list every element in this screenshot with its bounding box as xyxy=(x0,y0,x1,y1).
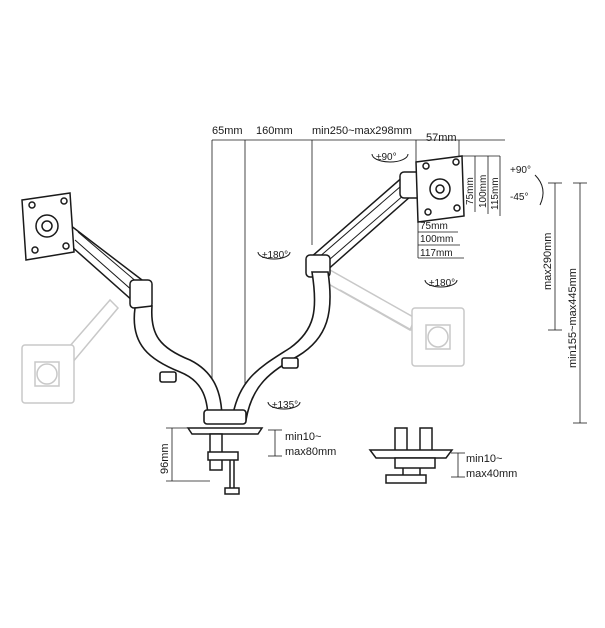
ghost-left-monitor xyxy=(21,298,120,404)
left-arm xyxy=(61,220,153,309)
label-height-range: min155~max445mm xyxy=(567,268,579,368)
left-monitor-plate xyxy=(21,192,75,261)
vesa-dimension-box xyxy=(417,155,501,259)
label-base-swivel: ±135° xyxy=(272,400,298,411)
label-vesa-v75: 75mm xyxy=(465,177,476,205)
right-monitor-plate xyxy=(415,155,465,223)
right-arm xyxy=(305,171,423,278)
desk-clamp xyxy=(186,427,264,495)
label-swivel-arm: ±180° xyxy=(262,250,288,261)
base-swivel-arrow xyxy=(267,401,301,410)
swivel-arm-right-arrow xyxy=(424,279,458,288)
label-vesa-117: 117mm xyxy=(420,248,453,259)
label-tilt-up: +90° xyxy=(510,165,531,176)
tilt-arrow xyxy=(534,174,544,206)
label-vesa-v115: 115mm xyxy=(490,177,501,210)
label-grommet-range-2: max40mm xyxy=(466,468,517,480)
ghost-right-monitor xyxy=(324,268,465,367)
label-swivel-head: ±90° xyxy=(376,152,397,163)
grommet-mount xyxy=(368,427,454,484)
label-clamp-range-1: min10~ xyxy=(285,431,321,443)
guide-lines xyxy=(166,139,587,482)
label-vesa-v100: 100mm xyxy=(478,175,489,208)
label-pole-spacing: 160mm xyxy=(256,125,293,137)
label-arm-reach: min250~max298mm xyxy=(312,125,412,137)
label-vesa-100: 100mm xyxy=(420,234,453,245)
label-vesa-75: 75mm xyxy=(420,221,448,232)
label-clamp-height: 96mm xyxy=(159,443,171,474)
label-clamp-range-2: max80mm xyxy=(285,446,336,458)
label-arm-offset: 65mm xyxy=(212,125,243,137)
swivel-arm-arrow xyxy=(257,251,291,260)
label-height-max: max290mm xyxy=(542,233,554,290)
label-grommet-range-1: min10~ xyxy=(466,453,502,465)
label-tilt-down: -45° xyxy=(510,192,528,203)
lower-arms xyxy=(133,271,331,425)
rotation-arrows xyxy=(257,153,544,410)
swivel-head-arrow xyxy=(371,153,409,163)
label-head-depth: 57mm xyxy=(426,132,457,144)
label-swivel-arm-right: ±180° xyxy=(429,278,455,289)
